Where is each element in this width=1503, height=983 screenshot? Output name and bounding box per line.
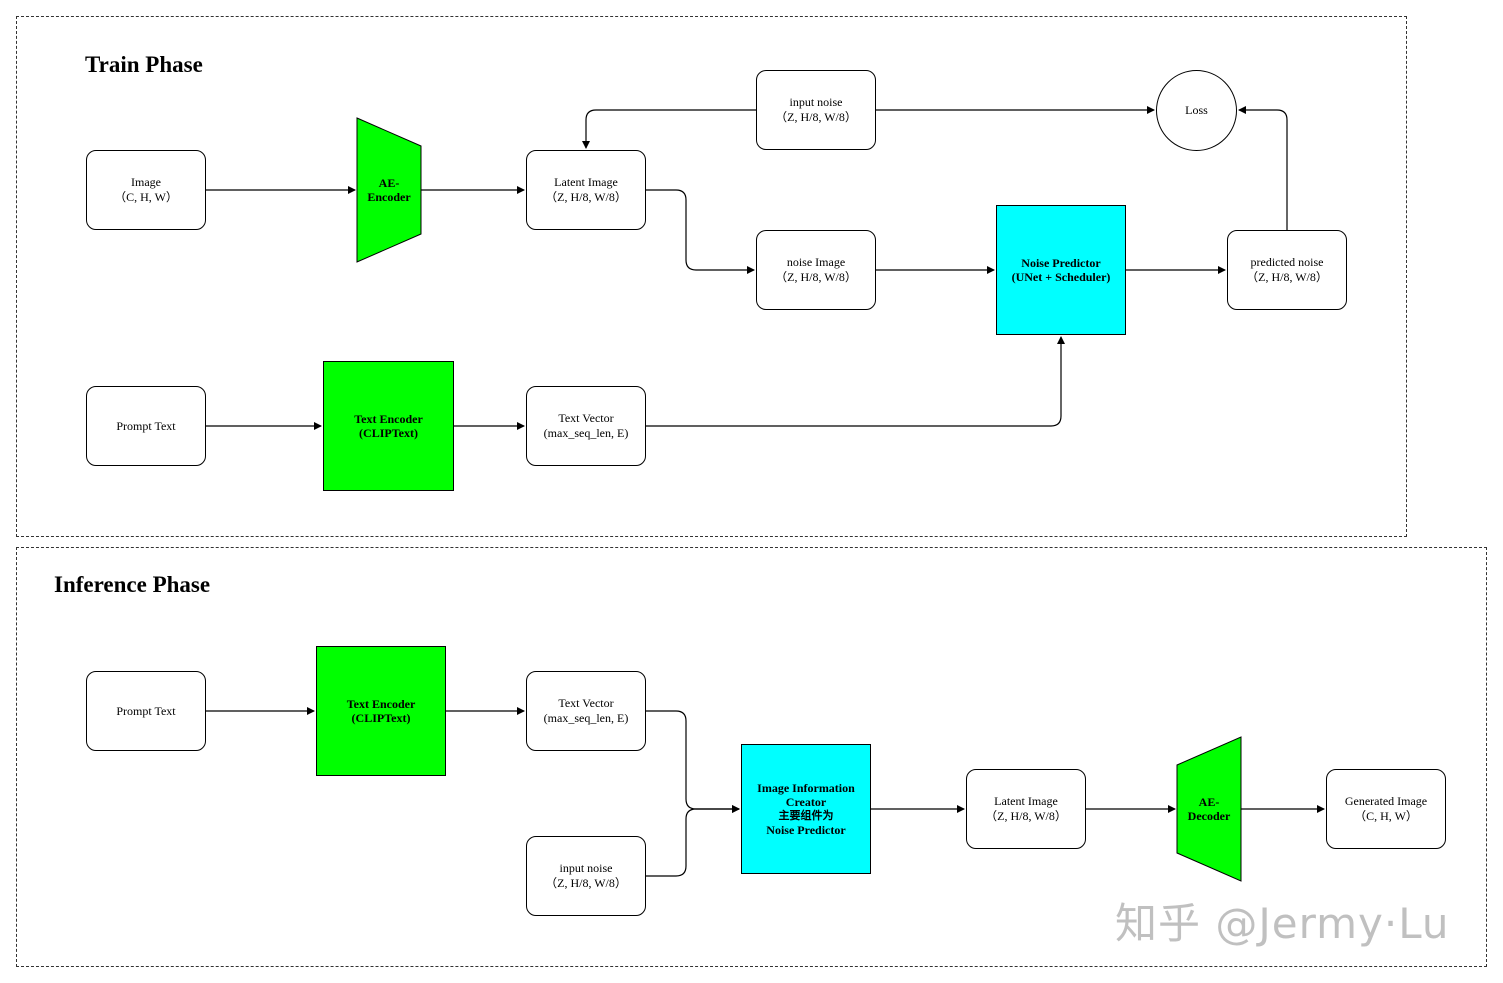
noise-predictor-subtitle: (UNet + Scheduler)	[1011, 270, 1111, 284]
ae-decoder-shape	[1176, 736, 1242, 882]
train-noise-image-title: noise Image	[786, 255, 846, 269]
edge-textvector-to-predictor	[646, 336, 1065, 427]
train-text-vector-shape: (max_seq_len, E)	[543, 426, 629, 440]
inf-prompt-text-node: Prompt Text	[86, 671, 206, 751]
creator-line4: Noise Predictor	[766, 823, 846, 837]
ae-encoder-line2: Encoder	[367, 190, 411, 204]
inf-prompt-text-label: Prompt Text	[116, 703, 176, 718]
creator-line3: 主要组件为	[778, 809, 834, 822]
train-prompt-text-node: Prompt Text	[86, 386, 206, 466]
inf-text-encoder-subtitle: (CLIPText)	[351, 711, 411, 725]
train-latent-image-node: Latent Image （Z, H/8, W/8）	[526, 150, 646, 230]
train-text-encoder-node: Text Encoder (CLIPText)	[323, 361, 454, 491]
train-text-vector-title: Text Vector	[558, 411, 614, 425]
inf-generated-image-shape: （C, H, W）	[1354, 809, 1418, 823]
inf-generated-image-title: Generated Image	[1344, 794, 1428, 808]
watermark-text: 知乎 @Jermy·Lu	[1115, 899, 1450, 948]
inference-phase-panel	[16, 547, 1487, 967]
train-image-title: Image	[131, 175, 161, 189]
train-text-vector-node: Text Vector (max_seq_len, E)	[526, 386, 646, 466]
inf-input-noise-node: input noise （Z, H/8, W/8）	[526, 836, 646, 916]
edge-prednoise-to-loss	[1238, 106, 1288, 230]
inf-latent-image-node: Latent Image （Z, H/8, W/8）	[966, 769, 1086, 849]
edge-latent-to-noiseimage	[646, 189, 755, 274]
train-loss-node: Loss	[1156, 70, 1237, 151]
inf-input-noise-title: input noise	[559, 861, 613, 875]
train-phase-title: Train Phase	[85, 52, 203, 77]
train-predicted-noise-title: predicted noise	[1250, 255, 1324, 269]
inf-ae-decoder-label: AE- Decoder	[1177, 779, 1241, 839]
train-loss-label: Loss	[1185, 103, 1208, 117]
train-noise-predictor-node: Noise Predictor (UNet + Scheduler)	[996, 205, 1126, 335]
train-latent-image-title: Latent Image	[554, 175, 618, 189]
train-predicted-noise-node: predicted noise （Z, H/8, W/8）	[1227, 230, 1347, 310]
train-text-encoder-subtitle: (CLIPText)	[359, 426, 418, 440]
inference-phase-title: Inference Phase	[54, 572, 211, 597]
noise-predictor-title: Noise Predictor	[1021, 256, 1101, 270]
creator-line1: Image Information	[757, 781, 855, 795]
inf-text-encoder-node: Text Encoder (CLIPText)	[316, 646, 446, 776]
train-noise-image-node: noise Image （Z, H/8, W/8）	[756, 230, 876, 310]
inf-text-vector-shape: (max_seq_len, E)	[543, 711, 629, 725]
train-prompt-text-label: Prompt Text	[116, 418, 176, 433]
train-input-noise-node: input noise （Z, H/8, W/8）	[756, 70, 876, 150]
ae-decoder-line2: Decoder	[1187, 809, 1231, 823]
creator-line2: Creator	[785, 795, 827, 809]
inf-latent-image-shape: （Z, H/8, W/8）	[985, 809, 1067, 823]
train-predicted-noise-shape: （Z, H/8, W/8）	[1246, 270, 1328, 284]
inf-input-noise-shape: （Z, H/8, W/8）	[545, 876, 627, 890]
inf-latent-image-title: Latent Image	[994, 794, 1058, 808]
inf-text-encoder-title: Text Encoder	[346, 697, 416, 711]
edge-inf-textvector-to-creator	[646, 710, 740, 813]
train-latent-image-shape: （Z, H/8, W/8）	[545, 190, 627, 204]
inf-generated-image-node: Generated Image （C, H, W）	[1326, 769, 1446, 849]
train-noise-image-shape: （Z, H/8, W/8）	[775, 270, 857, 284]
train-input-noise-shape: （Z, H/8, W/8）	[775, 110, 857, 124]
train-phase-panel	[16, 16, 1407, 537]
inf-image-info-creator-node: Image Information Creator 主要组件为 Noise Pr…	[741, 744, 871, 874]
inf-text-vector-title: Text Vector	[558, 696, 614, 710]
inf-text-vector-node: Text Vector (max_seq_len, E)	[526, 671, 646, 751]
train-image-shape: （C, H, W）	[114, 190, 178, 204]
train-ae-encoder-label: AE- Encoder	[357, 160, 421, 220]
train-image-node: Image （C, H, W）	[86, 150, 206, 230]
train-input-noise-title: input noise	[789, 95, 843, 109]
edge-inputnoise-to-latent	[582, 109, 756, 149]
ae-encoder-line1: AE-	[378, 176, 400, 190]
ae-encoder-shape	[356, 117, 422, 263]
ae-decoder-line1: AE-	[1198, 795, 1220, 809]
train-text-encoder-title: Text Encoder	[354, 412, 423, 426]
edge-inf-inputnoise-to-creator	[646, 805, 740, 877]
